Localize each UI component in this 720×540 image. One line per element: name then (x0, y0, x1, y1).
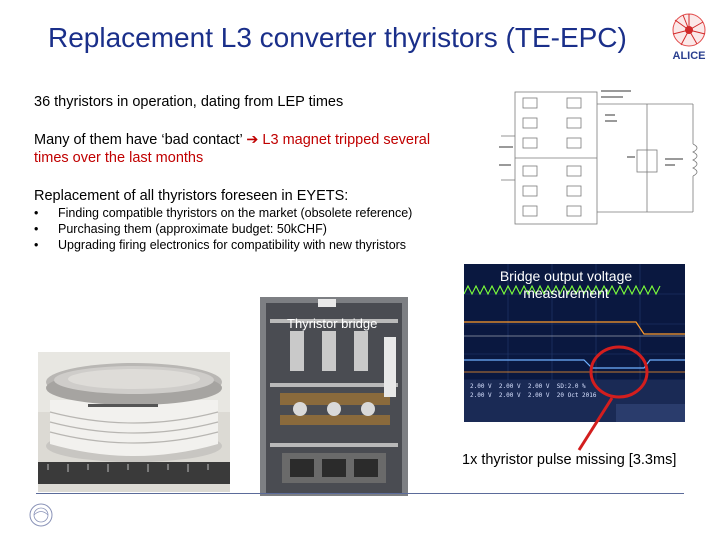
bullet-icon: • (34, 222, 39, 236)
intro-line: 36 thyristors in operation, dating from … (34, 94, 344, 110)
scope-readout: 2.00 V (498, 392, 521, 399)
bullet-text: Upgrading firing electronics for compati… (58, 238, 407, 252)
cern-logo-icon (29, 503, 53, 527)
bullet-item: • Purchasing them (approximate budget: 50… (34, 222, 454, 237)
trip-text: L3 magnet tripped several times over the… (34, 132, 431, 166)
bridge-label: Thyristor bridge (287, 316, 378, 331)
scope-readout: 2.00 V (470, 392, 492, 399)
thyristor-photo (38, 352, 230, 492)
bullet-list: • Finding compatible thyristors on the ma… (34, 206, 454, 254)
bullet-text: Purchasing them (approximate budget: 50k… (58, 222, 327, 236)
bullet-text: Finding compatible thyristors on the mar… (58, 206, 413, 220)
circuit-schematic-image (497, 84, 713, 232)
scope-label: Bridge output voltage measurement (499, 268, 633, 301)
scope-readout: 2.00 V (527, 392, 550, 399)
bullet-item: • Upgrading firing electronics for compat… (34, 238, 454, 253)
alice-logo-text: ALICE (673, 50, 706, 62)
scope-readout: 2.00 V (498, 383, 521, 390)
scope-readouts: 2.00 V 2.00 V 2.00 V SD:2.0 % 2.00 V 2.0… (470, 382, 680, 400)
scope-readout: 20 Oct 2016 (556, 392, 597, 399)
scope-readout: 2.00 V (527, 383, 550, 390)
contact-issue-text: Many of them have ‘bad contact’ (34, 132, 247, 148)
pulse-caption: 1x thyristor pulse missing [3.3ms] (462, 452, 677, 468)
contact-issue-line: Many of them have ‘bad contact’ ➔ L3 mag… (34, 131, 434, 167)
footer-divider (36, 493, 684, 494)
scope-readout: SD:2.0 % (556, 383, 586, 390)
bullet-item: • Finding compatible thyristors on the ma… (34, 206, 454, 221)
thyristor-bridge-photo (260, 297, 408, 496)
scope-readout: 2.00 V (470, 383, 492, 390)
slide-title: Replacement L3 converter thyristors (TE-… (48, 22, 627, 53)
replacement-line: Replacement of all thyristors foreseen i… (34, 188, 349, 204)
bullet-icon: • (34, 238, 39, 252)
bullet-icon: • (34, 206, 39, 220)
arrow-icon: ➔ (246, 132, 259, 148)
alice-logo-icon: ALICE (672, 13, 706, 62)
